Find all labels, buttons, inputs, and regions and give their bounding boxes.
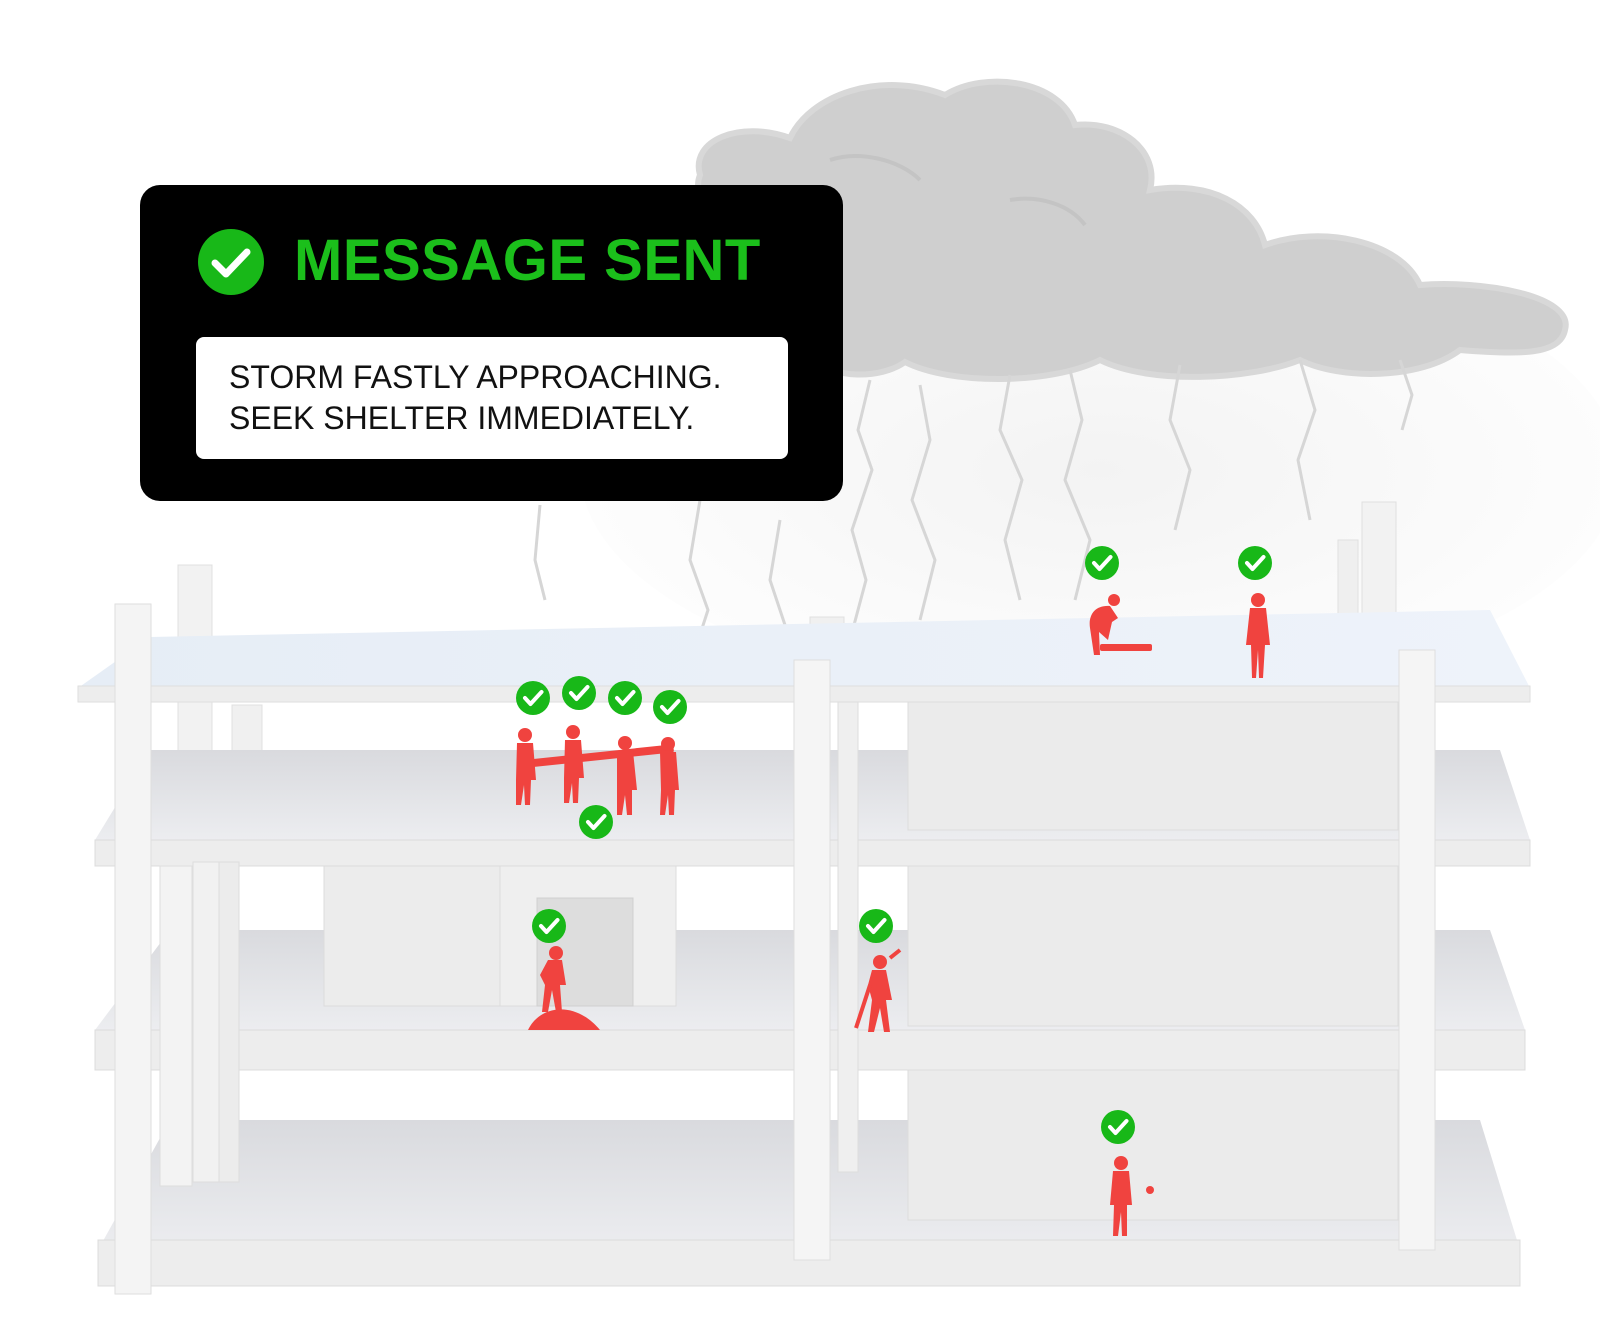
- check-circle-icon: [530, 907, 568, 945]
- check-circle-icon: [514, 679, 552, 717]
- check-circle-icon: [857, 907, 895, 945]
- alert-title: MESSAGE SENT: [294, 228, 761, 293]
- check-circle-icon: [577, 803, 615, 841]
- worker-group: [516, 725, 679, 815]
- check-circle-icon: [606, 679, 644, 717]
- storm-cloud-icon: [695, 78, 1569, 382]
- worker-figure: [1246, 593, 1270, 678]
- check-circle-icon: [560, 674, 598, 712]
- worker-figure: [1110, 1156, 1154, 1236]
- worker-figure: [854, 948, 902, 1032]
- message-line: SEEK SHELTER IMMEDIATELY.: [229, 400, 695, 436]
- building-structure: [77, 501, 1531, 1295]
- message-box: STORM FASTLY APPROACHING. SEEK SHELTER I…: [196, 337, 788, 459]
- message-line: STORM FASTLY APPROACHING.: [229, 359, 722, 395]
- check-circle-icon: [1099, 1108, 1137, 1146]
- check-circle-icon: [198, 229, 264, 295]
- worker-figures: [516, 593, 1270, 1236]
- alert-panel: MESSAGE SENT STORM FASTLY APPROACHING. S…: [140, 185, 843, 501]
- check-circle-icon: [1236, 544, 1274, 582]
- check-circle-icon: [651, 688, 689, 726]
- worker-figure: [528, 946, 600, 1030]
- check-circle-icon: [1083, 544, 1121, 582]
- worker-figure: [1089, 594, 1152, 655]
